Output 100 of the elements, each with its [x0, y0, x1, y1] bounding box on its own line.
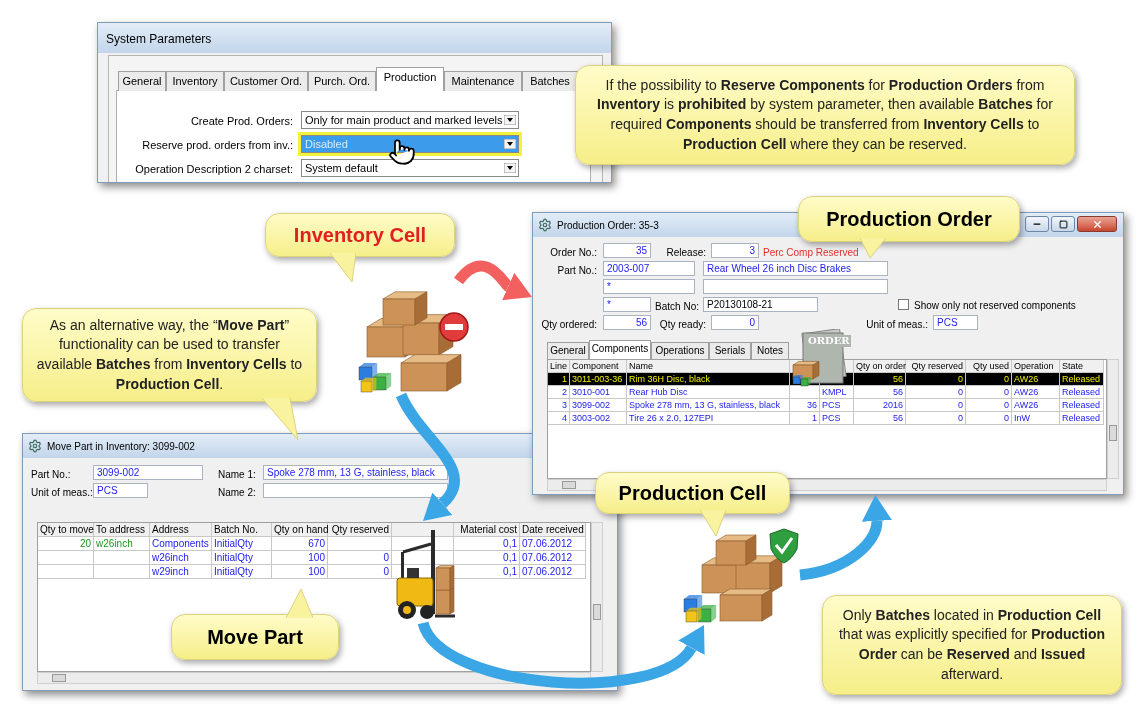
table-cell: Released [1060, 399, 1104, 412]
input-field: 56 [603, 315, 651, 330]
field-label: Order No.: [549, 246, 597, 260]
table-cell: KMPL [820, 386, 854, 399]
table-cell: Rear Hub Disc [627, 386, 790, 399]
table-cell: 3099-002 [570, 399, 627, 412]
window-title: System Parameters [106, 31, 212, 48]
table-cell: 20 [38, 537, 94, 551]
table-cell: w26inch [94, 537, 150, 551]
status-text: Perc Comp Reserved [763, 246, 859, 260]
tab: Production [376, 67, 444, 91]
tab: Serials [709, 342, 751, 359]
table-cell: 4 [548, 412, 570, 425]
table-cell: 07.06.2012 [520, 537, 586, 551]
field-label: Name 2: [218, 486, 256, 500]
table-cell: InitialQty [212, 565, 272, 579]
table-cell: 100 [272, 565, 328, 579]
table-cell: Components [150, 537, 212, 551]
checkbox-label: Show only not reserved components [914, 299, 1076, 313]
table-cell: 0 [966, 399, 1012, 412]
table-cell: 0 [966, 373, 1012, 386]
column-header: Qty used [966, 360, 1012, 373]
table-cell: 1 [548, 373, 570, 386]
input-field: * [603, 279, 695, 294]
callout-title: Inventory Cell [293, 223, 427, 248]
tab: Maintenance [444, 71, 522, 91]
column-header: Operation [1012, 360, 1060, 373]
table-cell: 3011-003-36 [570, 373, 627, 386]
table-cell: w26inch [150, 551, 212, 565]
column-header: Batch No. [212, 523, 272, 537]
table-cell: 3010-001 [570, 386, 627, 399]
arrow [396, 392, 460, 524]
table-cell: 3003-002 [570, 412, 627, 425]
field-label: Reserve prod. orders from inv.: [141, 138, 293, 153]
column-header: Address [150, 523, 212, 537]
field-label: Release: [665, 246, 706, 260]
table-cell: InW [1012, 412, 1060, 425]
column-header: Date received [520, 523, 586, 537]
input-field: PCS [93, 483, 148, 498]
callout-title: Production Cell [618, 481, 767, 506]
column-header: To address [94, 523, 150, 537]
table-cell: InitialQty [212, 537, 272, 551]
table-cell: 0,1 [454, 537, 520, 551]
column-header: Qty reserved [328, 523, 392, 537]
tab: Purch. Ord. [308, 71, 376, 91]
field-label: Part No.: [556, 264, 597, 278]
table-cell: 0 [906, 412, 966, 425]
column-header: Qty reserved [906, 360, 966, 373]
input-field: Spoke 278 mm, 13 G, stainless, black [263, 465, 448, 480]
field-label: Part No.: [31, 468, 71, 482]
input-field: 3 [711, 243, 759, 258]
tab: Batches [522, 71, 578, 91]
table-cell: 07.06.2012 [520, 551, 586, 565]
table-cell: Released [1060, 373, 1104, 386]
callout-text: If the possibility to Reserve Components for Production Orders from Inventory is prohibited by system parameter, then available Batches for required Components should be transferred from Inventory Cells to Production Cell where they can be reserved. [596, 75, 1054, 154]
table-cell: 0,1 [454, 551, 520, 565]
field-label: Create Prod. Orders: [189, 114, 293, 129]
document-title: ORDER [807, 335, 851, 347]
tab: Inventory [166, 71, 224, 91]
column-header: Qty on order [854, 360, 906, 373]
field-label: Name 1: [218, 468, 256, 482]
table-cell: 07.06.2012 [520, 565, 586, 579]
input-field: P20130108-21 [703, 297, 818, 312]
column-header: State [1060, 360, 1104, 373]
table-cell: PCS [820, 412, 854, 425]
table-cell: 0 [906, 386, 966, 399]
column-header: Name [627, 360, 790, 373]
tab: Components [589, 340, 651, 359]
table-cell: 0 [906, 399, 966, 412]
tab: General [547, 342, 589, 359]
table-cell: Released [1060, 386, 1104, 399]
column-header: Material cost [454, 523, 520, 537]
table-cell: 0 [966, 386, 1012, 399]
table-cell: 56 [854, 386, 906, 399]
input-field: 3099-002 [93, 465, 203, 480]
input-field: PCS [933, 315, 978, 330]
table-cell: 56 [854, 373, 906, 386]
table-cell: 2 [548, 386, 570, 399]
field-label: Unit of meas.: [31, 486, 93, 500]
tab: Operations [651, 342, 709, 359]
table-cell: 0,1 [454, 565, 520, 579]
table-cell: 56 [854, 412, 906, 425]
table-cell: 100 [272, 551, 328, 565]
table-cell: Tire 26 x 2.0, 127EPI [627, 412, 790, 425]
input-field: 2003-007 [603, 261, 695, 276]
callout-title: Move Part [207, 625, 303, 650]
table-cell: 36 [790, 399, 820, 412]
window-title: Production Order: 35-3 [557, 219, 659, 233]
table-cell: Spoke 278 mm, 13 G, stainless, black [627, 399, 790, 412]
callout-bubble [575, 65, 1075, 165]
tab: Notes [751, 342, 789, 359]
input-field: 35 [603, 243, 651, 258]
dropdown: Only for main product and marked levels [301, 111, 519, 129]
input-field: 0 [711, 315, 759, 330]
field-label: Qty ready: [658, 318, 706, 332]
field-label: Qty ordered: [540, 318, 597, 332]
table-cell: 0 [966, 412, 1012, 425]
column-header: Qty to move [38, 523, 94, 537]
window-title: Move Part in Inventory: 3099-002 [47, 440, 195, 454]
table-cell: 2016 [854, 399, 906, 412]
